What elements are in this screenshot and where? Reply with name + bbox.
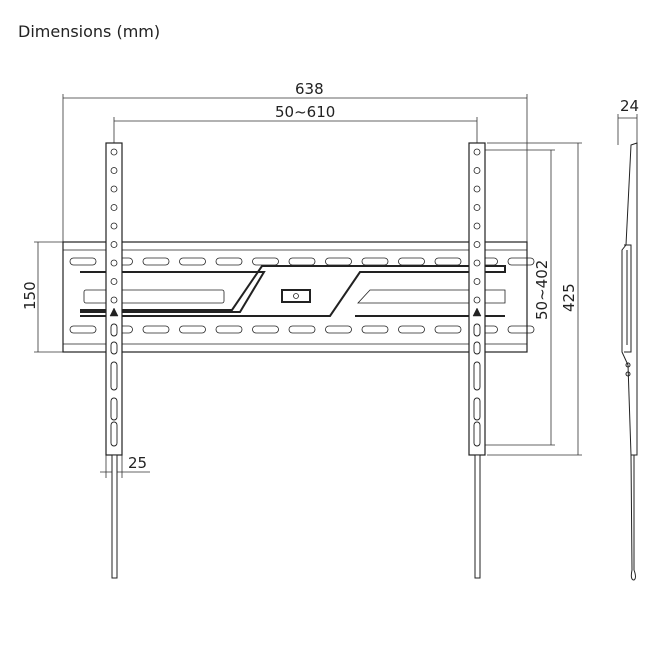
arm-hole	[110, 278, 118, 285]
bubble-level	[281, 289, 311, 303]
plate-slot	[288, 325, 316, 334]
arm-slot	[473, 361, 481, 391]
plate-slot	[142, 257, 170, 266]
plate-slot	[507, 325, 535, 334]
arm-hole	[110, 204, 118, 211]
dim-vesa-horizontal: 50~610	[275, 103, 335, 121]
plate-slot	[398, 325, 425, 334]
arm-slot	[473, 421, 481, 447]
arm-slot	[473, 323, 481, 337]
arm-hole	[473, 204, 481, 211]
arm-hole	[110, 148, 118, 156]
arm-hole	[110, 167, 118, 174]
plate-slot	[507, 257, 535, 266]
plate-slot	[361, 257, 389, 266]
arm-hole	[473, 167, 481, 174]
plate-slot	[325, 325, 352, 334]
plate-slot	[179, 325, 206, 334]
arm-hole	[110, 296, 118, 304]
plate-slot	[434, 325, 462, 334]
dimension-lines	[34, 94, 638, 478]
dim-arm-width: 25	[128, 454, 147, 472]
arm-hole	[473, 259, 481, 267]
diagram-title: Dimensions (mm)	[18, 22, 161, 41]
arm-slot	[110, 341, 118, 355]
plate-slot	[325, 257, 352, 266]
arm-hole	[110, 222, 118, 230]
wall-plate	[62, 241, 535, 353]
dim-arm-height: 425	[560, 283, 578, 312]
dim-plate-height: 150	[21, 281, 39, 310]
arm-hole	[110, 259, 118, 267]
plate-slot	[252, 257, 279, 266]
arm-slot	[473, 341, 481, 355]
arm-hole	[473, 278, 481, 285]
arm-hole	[473, 241, 481, 248]
dim-depth: 24	[620, 97, 639, 115]
arm-hole	[110, 241, 118, 248]
arm-hole	[473, 185, 481, 193]
plate-slot	[215, 257, 243, 266]
plate-slot	[69, 325, 97, 334]
arm-slot	[110, 323, 118, 337]
plate-slot	[288, 257, 316, 266]
plate-slot	[398, 257, 425, 266]
arm-slot	[473, 397, 481, 421]
arm-hole	[473, 148, 481, 156]
plate-slot	[434, 257, 462, 266]
side-view	[621, 142, 638, 581]
dim-vesa-vertical: 50~402	[533, 260, 551, 320]
plate-slot	[69, 257, 97, 266]
plate-slot	[142, 325, 170, 334]
plate-slot	[215, 325, 243, 334]
arm-tail	[474, 454, 481, 579]
arm-tail	[111, 454, 118, 579]
plate-slot	[361, 325, 389, 334]
plate-slot	[179, 257, 206, 266]
arm-hole	[473, 222, 481, 230]
dim-overall-width: 638	[295, 80, 324, 98]
mounting-arms	[105, 142, 486, 579]
arm-arrow-icon	[109, 307, 119, 317]
arm-arrow-icon	[472, 307, 482, 317]
arm-slot	[110, 361, 118, 391]
arm-slot	[110, 397, 118, 421]
arm-slot	[110, 421, 118, 447]
arm-hole	[473, 296, 481, 304]
plate-slot	[252, 325, 279, 334]
arm-hole	[110, 185, 118, 193]
